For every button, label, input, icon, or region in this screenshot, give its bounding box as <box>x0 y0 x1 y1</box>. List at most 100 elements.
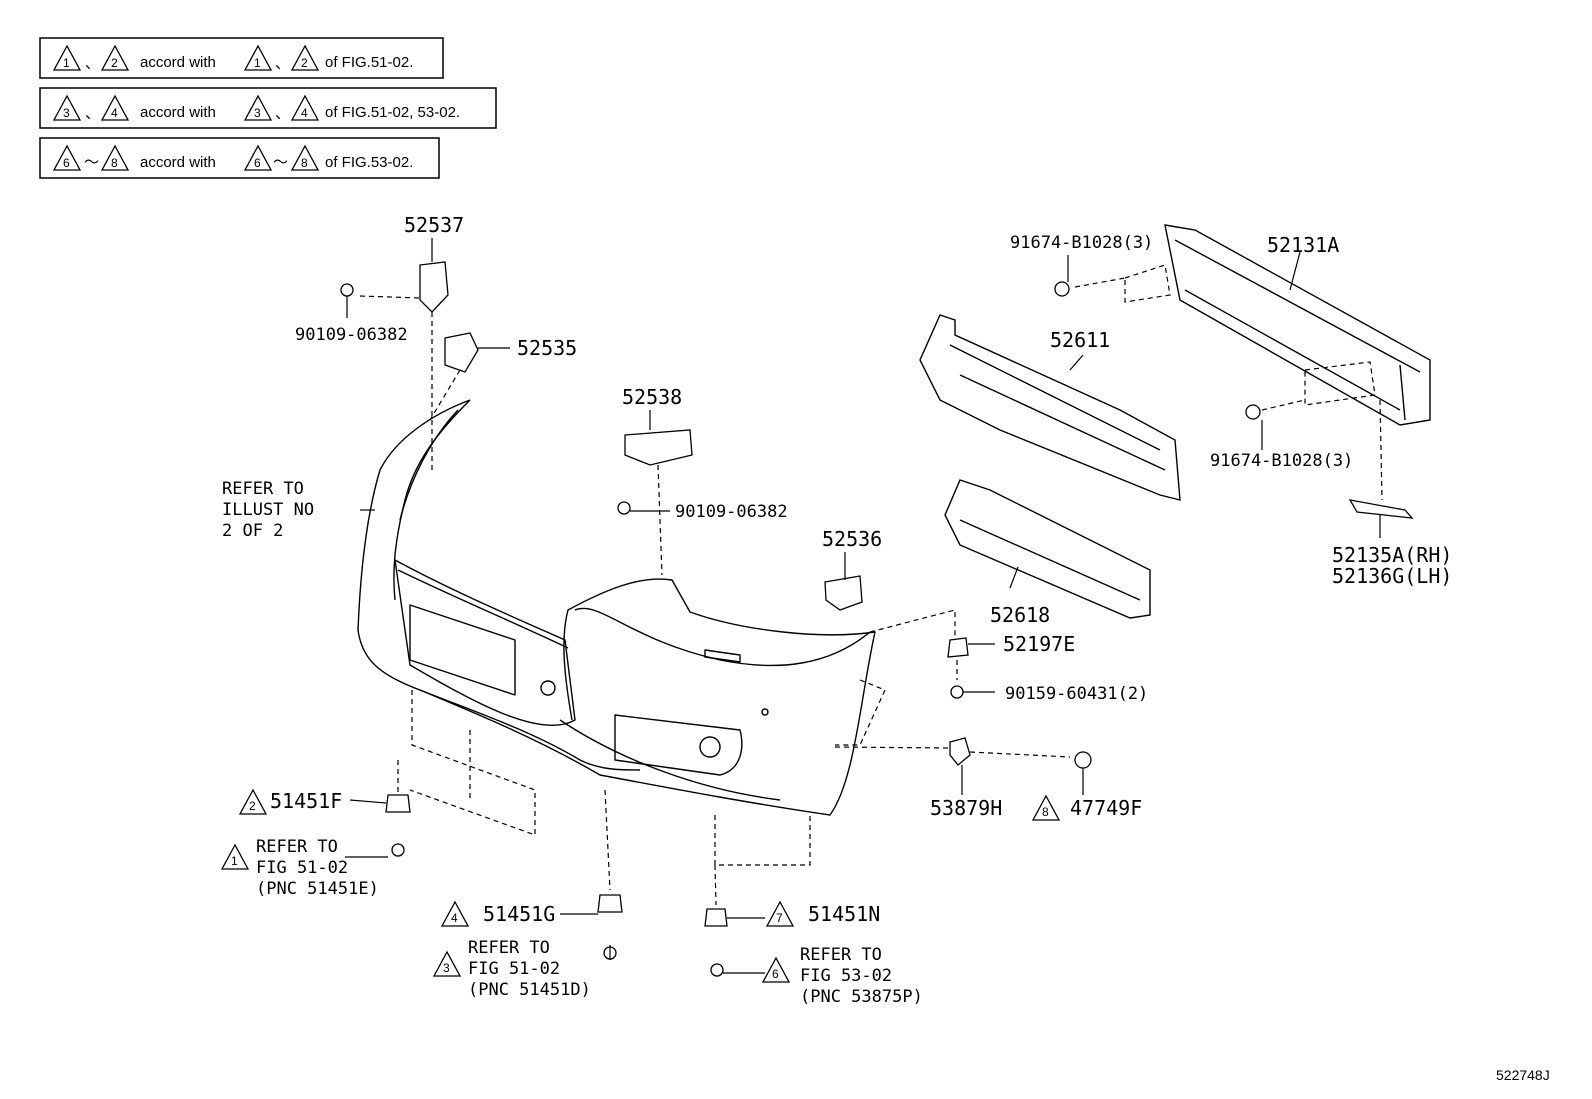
part-52537: 52537 <box>404 213 464 237</box>
note-2-text: accord with <box>140 104 216 121</box>
refer-illust-line-1: REFER TO <box>222 479 304 499</box>
mark-51451F: 2 <box>249 799 256 813</box>
bumper-corner <box>574 607 871 667</box>
note-3-text: accord with <box>140 154 216 171</box>
lower-grille <box>419 689 641 771</box>
mark-ref-3: 3 <box>443 961 450 975</box>
part-90109-a: 90109-06382 <box>295 325 408 345</box>
part-52536: 52536 <box>822 527 882 551</box>
bolt-91674-a <box>1054 281 1070 297</box>
reference-triangles: 2 8 4 7 1 3 6 <box>221 789 1060 983</box>
clip-51451N <box>704 908 728 927</box>
lower-absorber <box>944 479 1151 619</box>
part-52538: 52538 <box>622 385 682 409</box>
part-91674-a: 91674-B1028(3) <box>1010 233 1153 253</box>
bolt-90109-a <box>340 283 354 297</box>
note-2-mark-d: 4 <box>301 106 308 120</box>
bolt-90159 <box>950 685 964 699</box>
note-1-sep-2: 、 <box>275 55 290 72</box>
fog-lamp-bezel <box>614 714 743 776</box>
note-3-sep: ～ <box>84 154 99 171</box>
note-2-mark-a: 3 <box>63 106 70 120</box>
refer-3-line-2: FIG 51-02 <box>468 959 560 979</box>
bumper-cover-outline <box>357 399 876 816</box>
part-53879H: 53879H <box>930 796 1002 820</box>
note-2-mark-b: 4 <box>111 106 118 120</box>
note-1-mark-d: 2 <box>301 56 308 70</box>
note-1-mark-c: 1 <box>254 56 261 70</box>
refer-3-line-1: REFER TO <box>468 938 550 958</box>
part-91674-b: 91674-B1028(3) <box>1210 451 1353 471</box>
refer-1-line-2: FIG 51-02 <box>256 858 348 878</box>
part-labels: 52537 90109-06382 52535 52538 90109-0638… <box>270 213 1452 926</box>
note-3-mark-c: 6 <box>254 156 261 170</box>
part-52535: 52535 <box>517 336 577 360</box>
refer-illust-line-3: 2 OF 2 <box>222 521 283 541</box>
mark-47749F: 8 <box>1042 805 1049 819</box>
refer-6-line-1: REFER TO <box>800 945 882 965</box>
screw-ref-6 <box>710 963 724 977</box>
part-51451G: 51451G <box>483 902 555 926</box>
refer-1-line-1: REFER TO <box>256 837 338 857</box>
part-52197E: 52197E <box>1003 632 1075 656</box>
refer-1-line-3: (PNC 51451E) <box>256 879 379 899</box>
lower-lip <box>559 719 781 801</box>
clip-51451F <box>385 794 411 813</box>
grommet-47749F <box>1074 751 1092 769</box>
part-52135A: 52135A(RH) <box>1332 543 1452 567</box>
note-box-2: 3 、 4 accord with 3 、 4 of FIG.51-02, 53… <box>39 87 497 129</box>
license-plate-area <box>409 604 516 696</box>
refer-notes: REFER TO ILLUST NO 2 OF 2 REFER TO FIG 5… <box>222 479 923 1007</box>
bumper-upper-edge <box>393 399 471 601</box>
refer-6-line-2: FIG 53-02 <box>800 966 892 986</box>
part-52618: 52618 <box>990 603 1050 627</box>
bumper-reinforcement <box>1164 224 1431 426</box>
note-1-sep: 、 <box>85 55 100 72</box>
note-1-text: accord with <box>140 54 216 71</box>
note-2-sep: 、 <box>85 105 100 122</box>
figure-id: 522748J <box>1496 1067 1550 1083</box>
energy-absorber <box>919 314 1181 501</box>
note-3-tail: of FIG.53-02. <box>325 154 413 171</box>
refer-illust-line-2: ILLUST NO <box>222 500 314 520</box>
bumper-inner-edge <box>399 409 459 521</box>
note-box-1: 1 、 2 accord with 1 、 2 of FIG.51-02. <box>39 37 444 79</box>
part-52136G: 52136G(LH) <box>1332 564 1452 588</box>
note-2-sep-2: 、 <box>275 105 290 122</box>
seal-52135A <box>1348 499 1414 519</box>
note-1-tail: of FIG.51-02. <box>325 54 413 71</box>
mark-ref-1: 1 <box>231 854 238 868</box>
bracket-52537 <box>419 261 449 313</box>
part-51451N: 51451N <box>808 902 880 926</box>
note-2-tail: of FIG.51-02, 53-02. <box>325 104 460 121</box>
bracket-52538 <box>624 429 693 466</box>
note-1-mark-b: 2 <box>111 56 118 70</box>
side-lamp <box>704 649 741 663</box>
refer-6-line-3: (PNC 53875P) <box>800 987 923 1007</box>
bracket-53879H <box>949 737 971 766</box>
part-90159: 90159-60431(2) <box>1005 684 1148 704</box>
guide-lines <box>359 264 1383 906</box>
note-1-mark-a: 1 <box>63 56 70 70</box>
note-3-mark-b: 8 <box>111 156 118 170</box>
part-51451F: 51451F <box>270 789 342 813</box>
part-47749F: 47749F <box>1070 796 1142 820</box>
part-52611: 52611 <box>1050 328 1110 352</box>
screw-ref-1 <box>391 843 405 857</box>
note-3-sep-2: ～ <box>273 154 288 171</box>
grille-outline <box>394 559 576 726</box>
bracket-52535 <box>444 332 479 373</box>
fog-lamp <box>699 736 721 758</box>
note-3-mark-d: 8 <box>301 156 308 170</box>
grille-upper <box>397 569 569 649</box>
note-2-mark-c: 3 <box>254 106 261 120</box>
clip-52197E <box>947 637 969 658</box>
clip-51451G <box>597 894 623 913</box>
bolt-91674-b <box>1245 404 1261 420</box>
leader-lines <box>345 238 1381 974</box>
note-3-mark-a: 6 <box>63 156 70 170</box>
part-90109-b: 90109-06382 <box>675 502 788 522</box>
mark-51451N: 7 <box>776 911 783 925</box>
mark-ref-6: 6 <box>772 967 779 981</box>
refer-3-line-3: (PNC 51451D) <box>468 980 591 1000</box>
